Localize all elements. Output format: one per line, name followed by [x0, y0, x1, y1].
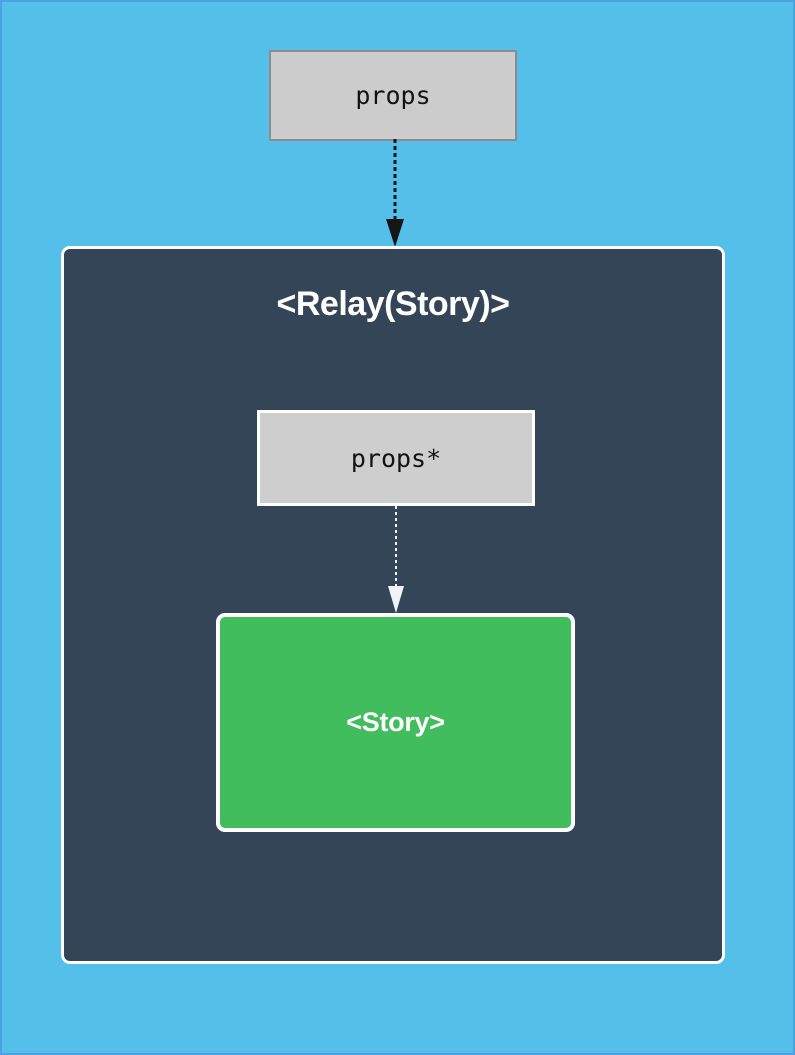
edge-props-to-relay: [386, 139, 404, 247]
edge-innerprops-to-story-arrowhead: [388, 586, 404, 613]
node-story[interactable]: <Story>: [216, 613, 575, 832]
node-props-inner[interactable]: props*: [257, 410, 535, 506]
edge-innerprops-to-story: [388, 506, 404, 613]
node-relay-container[interactable]: <Relay(Story)> props* <Story>: [61, 246, 725, 964]
node-relay-container-label: <Relay(Story)>: [276, 285, 511, 323]
node-props-outer-label: props: [355, 81, 431, 110]
node-story-label: <Story>: [346, 707, 445, 737]
node-props-inner-label: props*: [350, 443, 442, 473]
edge-props-to-relay-arrowhead: [386, 219, 404, 247]
node-props-outer[interactable]: props: [269, 50, 517, 141]
